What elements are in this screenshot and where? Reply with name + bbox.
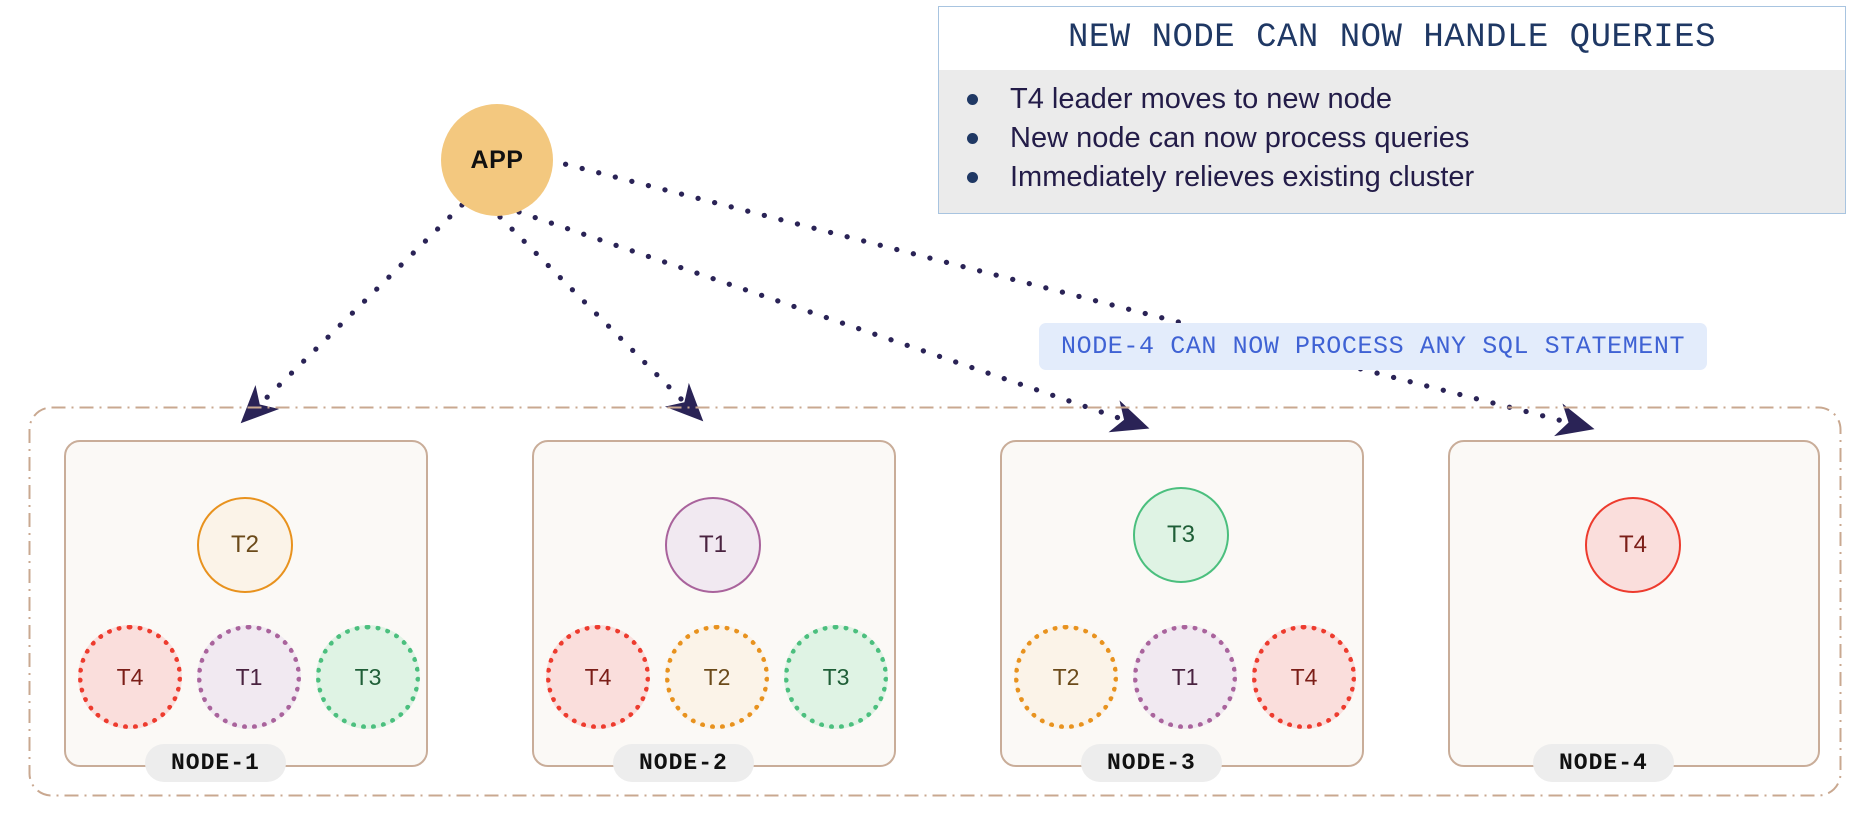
node-label-node-4: NODE-4 <box>1533 744 1674 782</box>
leader-circle-node-1[interactable]: T2 <box>197 497 293 593</box>
app-node-label: APP <box>470 145 524 174</box>
edge-app-to-node-1 <box>240 202 465 424</box>
leader-circle-node-3[interactable]: T3 <box>1133 487 1229 583</box>
node-label-node-1: NODE-1 <box>145 744 286 782</box>
follower-circle-node-3-0[interactable]: T2 <box>1014 625 1118 729</box>
callout-item: Immediately relieves existing cluster <box>939 158 1845 197</box>
leader-circle-node-2[interactable]: T1 <box>665 497 761 593</box>
follower-circle-node-3-1[interactable]: T1 <box>1133 625 1237 729</box>
node-label-text-node-4: NODE-4 <box>1559 750 1648 776</box>
node-label-text-node-2: NODE-2 <box>639 750 728 776</box>
follower-label-node-2-1: T2 <box>703 663 731 690</box>
note-chip: NODE-4 CAN NOW PROCESS ANY SQL STATEMENT <box>1039 323 1708 370</box>
follower-circle-node-1-2[interactable]: T3 <box>316 625 420 729</box>
bullet-icon <box>967 172 978 183</box>
leader-label-node-2: T1 <box>698 531 727 558</box>
leader-label-node-1: T2 <box>230 531 259 558</box>
node-label-node-2: NODE-2 <box>613 744 754 782</box>
follower-label-node-3-1: T1 <box>1171 663 1199 690</box>
follower-label-node-1-0: T4 <box>116 663 144 690</box>
cluster-boundary <box>28 406 1842 797</box>
cluster-boundary-outline <box>28 406 1842 797</box>
follower-label-node-1-2: T3 <box>354 663 382 690</box>
leader-label-node-4: T4 <box>1618 531 1647 558</box>
follower-circle-node-2-0[interactable]: T4 <box>546 625 650 729</box>
bullet-icon <box>967 133 978 144</box>
follower-label-node-3-0: T2 <box>1052 663 1080 690</box>
callout-panel: NEW NODE CAN NOW HANDLE QUERIES T4 leade… <box>938 6 1846 214</box>
callout-item-label: New node can now process queries <box>1010 122 1470 154</box>
callout-item-label: Immediately relieves existing cluster <box>1010 161 1475 193</box>
leader-circle-node-4[interactable]: T4 <box>1585 497 1681 593</box>
follower-circle-node-2-2[interactable]: T3 <box>784 625 888 729</box>
follower-label-node-2-2: T3 <box>822 663 850 690</box>
node-box-node-4[interactable] <box>1448 440 1820 767</box>
callout-title: NEW NODE CAN NOW HANDLE QUERIES <box>1067 19 1716 57</box>
follower-circle-node-1-1[interactable]: T1 <box>197 625 301 729</box>
bullet-icon <box>967 94 978 105</box>
callout-item-label: T4 leader moves to new node <box>1010 83 1393 115</box>
edge-app-to-node-2 <box>497 214 704 422</box>
callout-item: T4 leader moves to new node <box>939 80 1845 119</box>
follower-label-node-1-1: T1 <box>235 663 263 690</box>
callout-body: T4 leader moves to new node New node can… <box>939 70 1845 213</box>
follower-circle-node-3-2[interactable]: T4 <box>1252 625 1356 729</box>
follower-label-node-3-2: T4 <box>1290 663 1318 690</box>
follower-label-node-2-0: T4 <box>584 663 612 690</box>
follower-circle-node-2-1[interactable]: T2 <box>665 625 769 729</box>
follower-circle-node-1-0[interactable]: T4 <box>78 625 182 729</box>
edge-app-to-node-3 <box>516 209 1150 433</box>
node-label-text-node-1: NODE-1 <box>171 750 260 776</box>
node-label-text-node-3: NODE-3 <box>1107 750 1196 776</box>
leader-label-node-3: T3 <box>1166 521 1195 548</box>
node-label-node-3: NODE-3 <box>1081 744 1222 782</box>
note-chip-label: NODE-4 CAN NOW PROCESS ANY SQL STATEMENT <box>1061 332 1686 361</box>
callout-item: New node can now process queries <box>939 119 1845 158</box>
app-node[interactable]: APP <box>441 104 553 216</box>
